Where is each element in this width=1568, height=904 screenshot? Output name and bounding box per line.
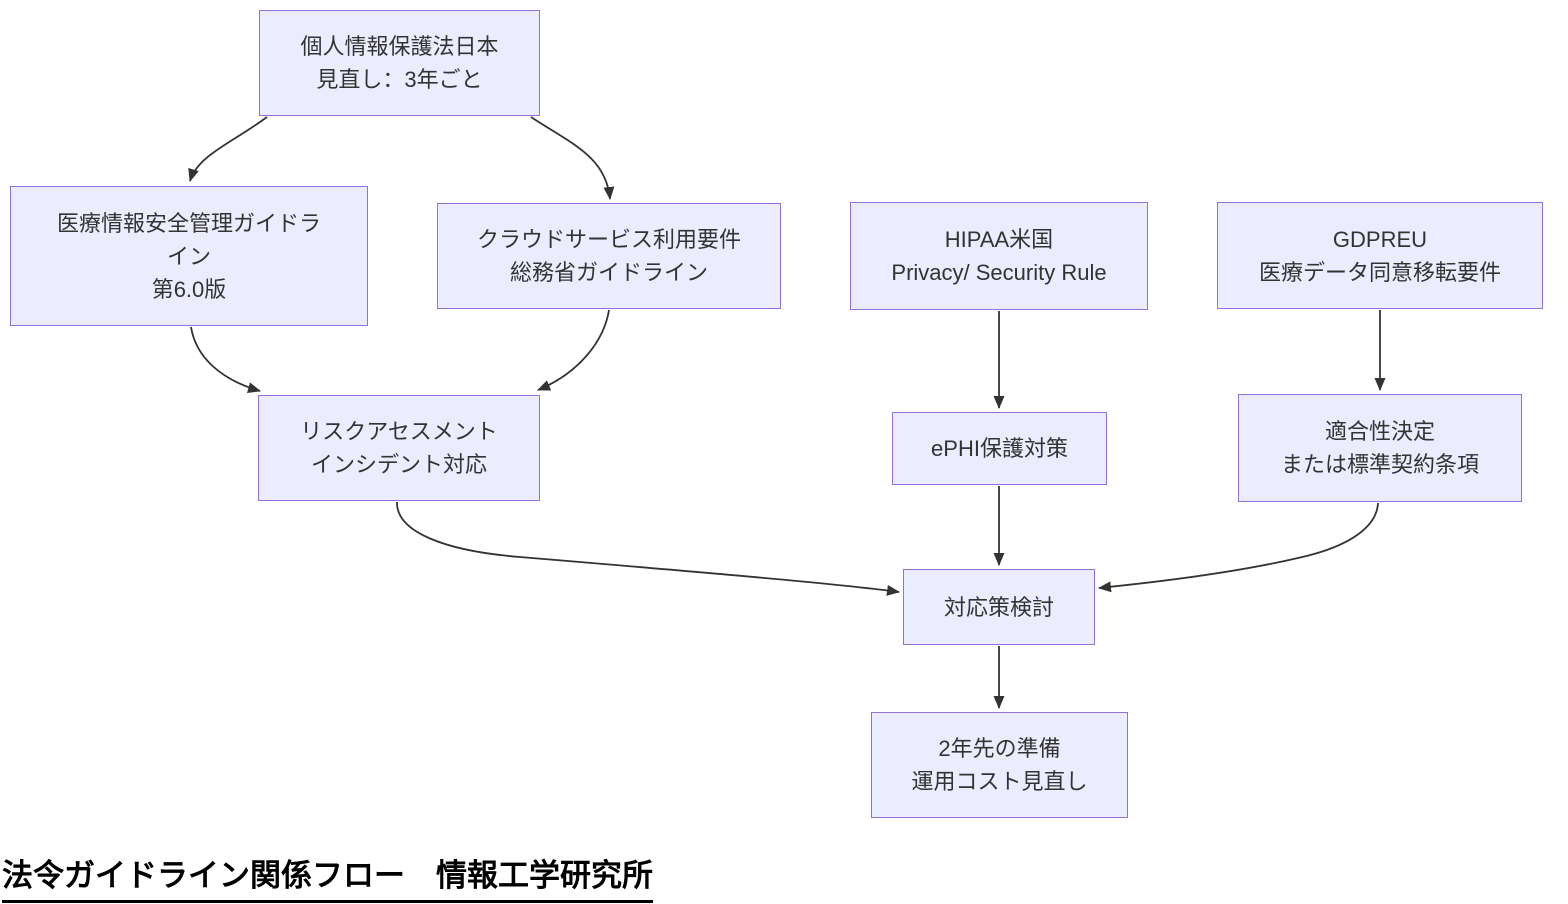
node-risk: リスクアセスメント インシデント対応 [258,395,540,501]
node-gdpr-label: GDPREU 医療データ同意移転要件 [1258,226,1501,285]
edge-cloud-to-risk [537,309,610,391]
node-risk-label: リスクアセスメント インシデント対応 [300,419,498,477]
node-adequacy-label: 適合性決定 または標準契約条項 [1280,419,1479,477]
node-gdpr: GDPREU 医療データ同意移転要件 [1217,202,1543,309]
node-response: 対応策検討 [903,569,1095,645]
edge-med-guide-to-risk [190,326,261,393]
edge-jp-law-to-med-guide [188,116,268,182]
node-jp-law-label: 個人情報保護法日本 見直し：3年ごと [300,34,499,92]
node-cloud-label: クラウドサービス利用要件 総務省ガイドライン [476,227,741,285]
node-hipaa-label: HIPAA米国 Privacy/ Security Rule [891,227,1107,285]
node-prep: 2年先の準備 運用コスト見直し [871,712,1128,818]
node-cloud: クラウドサービス利用要件 総務省ガイドライン [437,203,781,309]
node-prep-label: 2年先の準備 運用コスト見直し [911,736,1088,794]
node-ephi-label: ePHI保護対策 [931,436,1068,461]
node-response-label: 対応策検討 [943,594,1054,620]
node-hipaa: HIPAA米国 Privacy/ Security Rule [850,202,1148,310]
node-med-guide: 医療情報安全管理ガイドラ イン 第6.0版 [10,186,368,326]
node-adequacy: 適合性決定 または標準契約条項 [1238,394,1522,502]
node-ephi: ePHI保護対策 [892,412,1107,485]
node-med-guide-label: 医療情報安全管理ガイドラ イン 第6.0版 [56,210,321,302]
edge-jp-law-to-cloud [530,116,615,200]
edge-adequacy-to-response [1098,502,1379,593]
edge-risk-to-response [396,501,900,596]
node-jp-law: 個人情報保護法日本 見直し：3年ごと [259,10,540,116]
diagram-title: 法令ガイドライン関係フロー 情報工学研究所 [2,850,653,903]
